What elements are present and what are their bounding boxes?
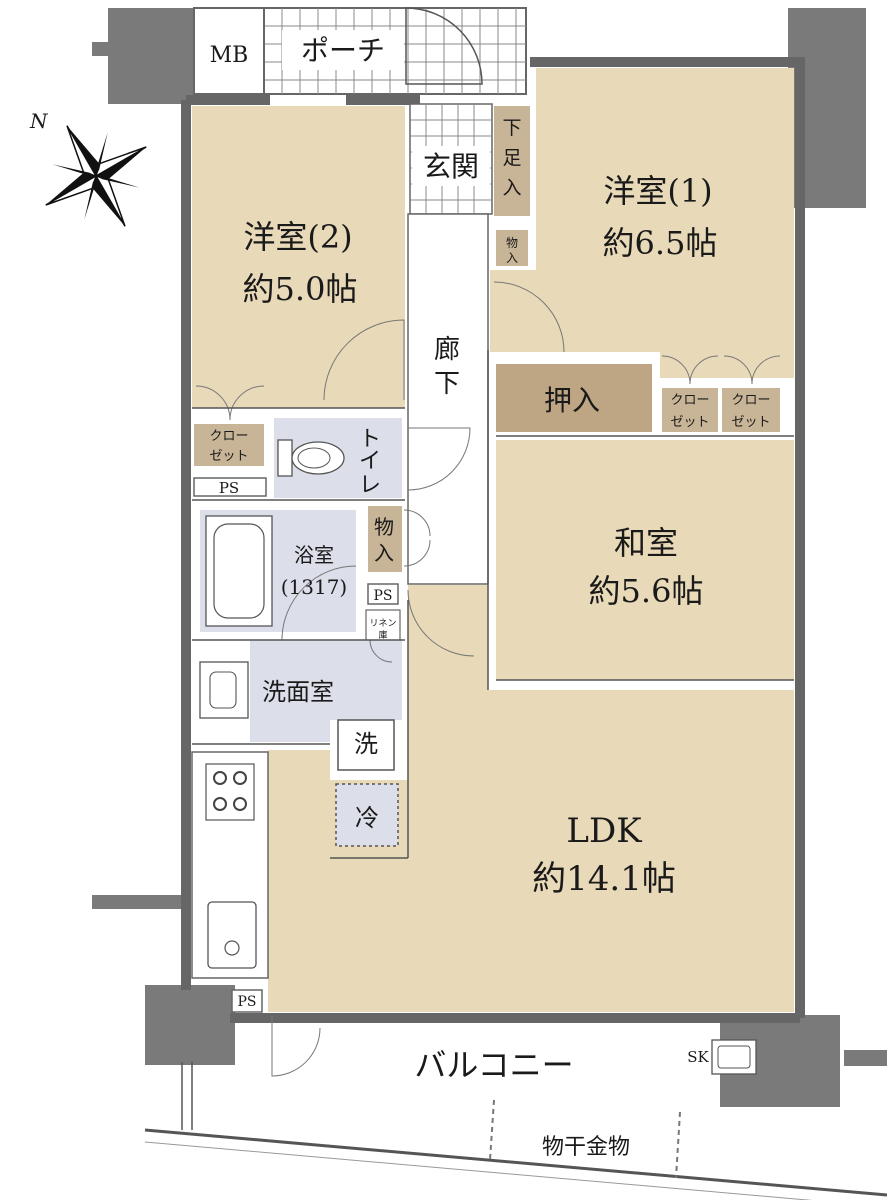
linen-line-2: 庫 (378, 629, 387, 641)
ps-3-label: PS (237, 994, 256, 1010)
ps-2-label: PS (373, 588, 392, 604)
toilet-char-1: ト (359, 427, 381, 452)
small-storage-char-1: 物 (506, 236, 518, 250)
small-storage (496, 230, 528, 266)
mb-box (193, 7, 265, 95)
ldk-name: LDK (566, 811, 642, 851)
washroom (250, 640, 402, 742)
storage-mid-char-2: 入 (374, 541, 394, 565)
washing-machine-label: 洗 (354, 730, 378, 758)
north-label: N (29, 109, 49, 133)
corridor (407, 213, 489, 585)
western-room-1 (490, 68, 794, 378)
storage-mid-char-1: 物 (374, 515, 394, 539)
bath-size: (1317) (281, 575, 348, 599)
genkan-label: 玄関 (423, 150, 479, 183)
getabako-char-2: 足 (502, 147, 521, 169)
mb-label: MB (210, 43, 249, 68)
western-room-2-name: 洋室(2) (243, 218, 352, 256)
closet-a-line-2: ゼット (670, 415, 709, 430)
japanese-room-size: 約5.6帖 (589, 572, 704, 610)
oshiire-label: 押入 (544, 384, 600, 417)
japanese-room (496, 440, 794, 680)
bath-name: 浴室 (294, 543, 334, 567)
shoe-cabinet (494, 106, 530, 216)
closet-b (722, 388, 780, 432)
washroom-label: 洗面室 (262, 678, 334, 706)
ldk-size: 約14.1帖 (532, 859, 676, 899)
kitchen-counter (191, 751, 269, 979)
small-storage-char-2: 入 (506, 251, 518, 265)
oshiire (496, 364, 652, 432)
western-room-1-name: 洋室(1) (603, 172, 712, 210)
wash-basin (199, 661, 249, 719)
toilet-char-2: イ (359, 449, 381, 474)
closet-c (194, 424, 264, 466)
western-room-2 (192, 106, 405, 408)
washing-machine (337, 719, 395, 771)
closet-c-line-2: ゼット (209, 449, 248, 464)
japanese-room-name: 和室 (614, 524, 678, 562)
linen-line-1: リネン (369, 618, 396, 629)
door-swings (195, 7, 781, 1077)
bathtub (205, 515, 273, 627)
fridge-label: 冷 (355, 804, 379, 832)
ps-box-1 (193, 477, 267, 497)
balcony (144, 1039, 887, 1200)
closet-b-line-2: ゼット (731, 415, 770, 430)
ps-box-2 (367, 583, 399, 605)
toilet-fixture (277, 439, 345, 477)
sk-label: SK (687, 1048, 709, 1066)
getabako-char-1: 下 (502, 117, 521, 139)
closet-c-line-1: クロー (209, 429, 248, 444)
balcony-label: バルコニー (414, 1046, 573, 1084)
compass-icon (45, 125, 147, 227)
western-room-1-size: 約6.5帖 (603, 224, 718, 262)
getabako-char-3: 入 (502, 177, 521, 199)
ps-box-3 (231, 989, 263, 1013)
ldk-room (268, 585, 794, 1012)
storage-mid (368, 506, 402, 572)
monohoshi-label: 物干金物 (542, 1135, 630, 1160)
closet-a (662, 388, 718, 432)
toilet-char-3: レ (359, 473, 381, 498)
closet-a-line-1: クロー (670, 393, 709, 408)
partitions (192, 350, 794, 859)
ps-1-label: PS (219, 479, 239, 497)
fridge-space (335, 783, 399, 847)
exterior-wall-outline (181, 57, 805, 1023)
corridor-char-1: 廊 (434, 335, 460, 365)
porch-label: ポーチ (301, 34, 385, 67)
porch-tiles (263, 7, 527, 95)
corridor-char-2: 下 (434, 369, 460, 399)
closet-b-line-1: クロー (731, 393, 770, 408)
western-room-2-size: 約5.0帖 (243, 270, 358, 308)
